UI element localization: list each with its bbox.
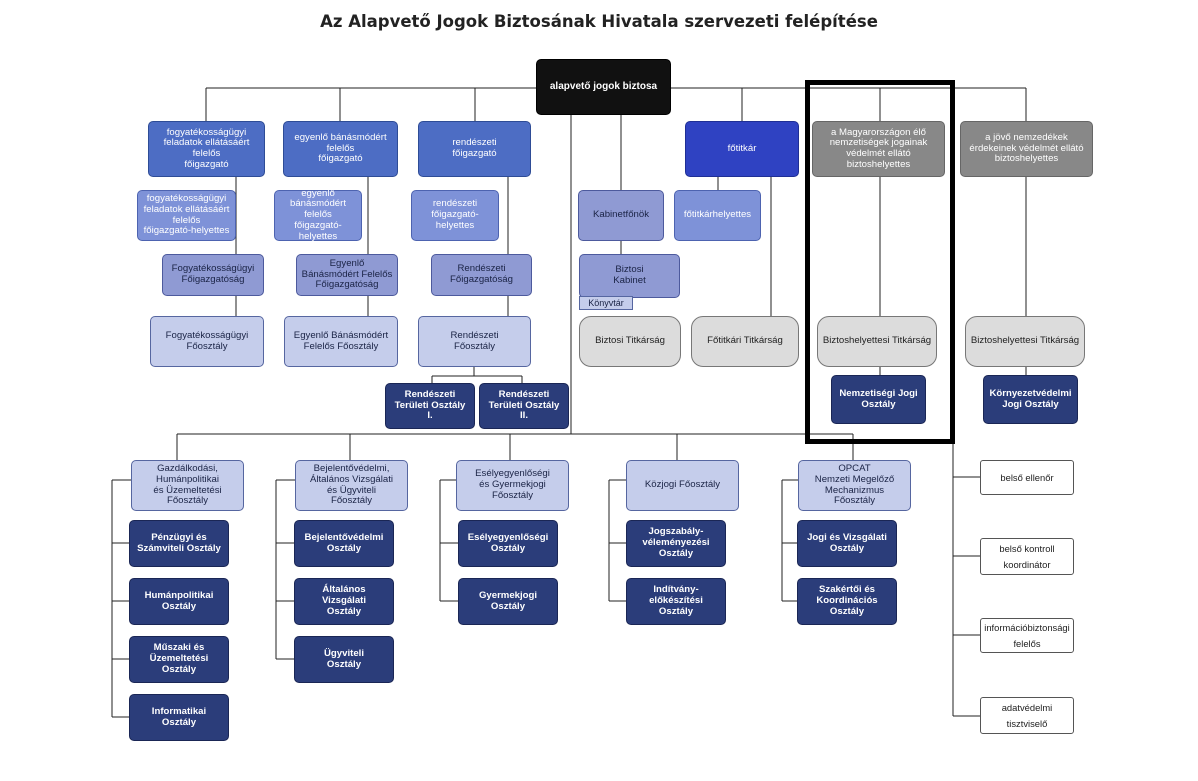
node-biztosi-kabinet: Biztosi Kabinet (579, 254, 680, 298)
chart-title: Az Alapvető Jogok Biztosának Hivatala sz… (320, 12, 878, 31)
node-informatikai-osztaly: Informatikai Osztály (129, 694, 229, 741)
node-re-foigazgato-helyettes: rendészeti főigazgató-helyettes (411, 190, 499, 241)
node-re-teruleti-2: Rendészeti Területi Osztály II. (479, 383, 569, 429)
highlight-frame (805, 80, 955, 444)
node-bejelentovedelmi-osztaly: Bejelentővédelmi Osztály (294, 520, 394, 567)
node-szakertoi-osztaly: Szakértői és Koordinációs Osztály (797, 578, 897, 625)
node-eb-foigazgato-helyettes: egyenlő bánásmódért felelős főigazgató-h… (274, 188, 362, 241)
node-re-foosztaly: Rendészeti Főosztály (418, 316, 531, 367)
node-gazdalkodasi-foosztaly: Gazdálkodási, Humánpolitikai és Üzemelte… (131, 460, 244, 511)
node-eb-foosztaly: Egyenlő Bánásmódért Felelős Főosztály (284, 316, 398, 367)
node-informaciobiztonsagi-felelos: információbiztonsági felelős (980, 618, 1074, 653)
node-eb-foigazgatosag: Egyenlő Bánásmódért Felelős Főigazgatósá… (296, 254, 398, 296)
node-fotitkar: főtitkár (685, 121, 799, 177)
node-re-foigazgatosag: Rendészeti Főigazgatóság (431, 254, 532, 296)
node-penzugyi-osztaly: Pénzügyi és Számviteli Osztály (129, 520, 229, 567)
node-fotitkari-titkarsag: Főtitkári Titkárság (691, 316, 799, 367)
node-bejelentovedelmi-foosztaly: Bejelentővédelmi, Általános Vizsgálati é… (295, 460, 408, 511)
node-humanpolitikai-osztaly: Humánpolitikai Osztály (129, 578, 229, 625)
node-kozjogi-foosztaly: Közjogi Főosztály (626, 460, 739, 511)
node-esely-foosztaly: Esélyegyenlőségi és Gyermekjogi Főosztál… (456, 460, 569, 511)
node-fogy-foigazgato-helyettes: fogyatékosságügyi feladatok ellátásáért … (137, 190, 236, 241)
node-biztosi-titkarsag: Biztosi Titkárság (579, 316, 681, 367)
node-belso-kontroll-koordinator: belső kontroll koordinátor (980, 538, 1074, 575)
node-alapveto-jogok-biztosa: alapvető jogok biztosa (536, 59, 671, 115)
node-nemz-titkarsag: Biztoshelyettesi Titkárság (817, 316, 937, 367)
node-re-foigazgato: rendészeti főigazgató (418, 121, 531, 177)
node-eb-foigazgato: egyenlő bánásmódért felelős főigazgató (283, 121, 398, 177)
node-re-teruleti-1: Rendészeti Területi Osztály I. (385, 383, 475, 429)
node-konyvtar: Könyvtár (579, 296, 633, 310)
node-kornyezetvedelmi-osztaly: Környezetvédelmi Jogi Osztály (983, 375, 1078, 424)
node-fotitkarhelyettes: főtitkárhelyettes (674, 190, 761, 241)
node-fogy-foosztaly: Fogyatékosságügyi Főosztály (150, 316, 264, 367)
node-jovo-biztoshelyettes: a jövő nemzedékek érdekeinek védelmét el… (960, 121, 1093, 177)
node-adatvedelmi-tisztviselo: adatvédelmi tisztviselő (980, 697, 1074, 734)
node-inditvany-osztaly: Indítvány- előkészítési Osztály (626, 578, 726, 625)
node-fogy-foigazgatosag: Fogyatékosságügyi Főigazgatóság (162, 254, 264, 296)
node-nemz-biztoshelyettes: a Magyarországon élő nemzetiségek jogain… (812, 121, 945, 177)
node-fogy-foigazgato: fogyatékosságügyi feladatok ellátásáért … (148, 121, 265, 177)
node-ugyviteli-osztaly: Ügyviteli Osztály (294, 636, 394, 683)
node-jogszabaly-osztaly: Jogszabály- véleményezési Osztály (626, 520, 726, 567)
node-nemzetisegi-jogi-osztaly: Nemzetiségi Jogi Osztály (831, 375, 926, 424)
node-opcat-foosztaly: OPCAT Nemzeti Megelőző Mechanizmus Főosz… (798, 460, 911, 511)
node-kabinetfonok: Kabinetfőnök (578, 190, 664, 241)
node-muszaki-osztaly: Műszaki és Üzemeltetési Osztály (129, 636, 229, 683)
node-belso-ellenor: belső ellenőr (980, 460, 1074, 495)
node-jogi-vizsgalati-osztaly: Jogi és Vizsgálati Osztály (797, 520, 897, 567)
node-gyermekjogi-osztaly: Gyermekjogi Osztály (458, 578, 558, 625)
node-esely-osztaly: Esélyegyenlőségi Osztály (458, 520, 558, 567)
node-jovo-titkarsag: Biztoshelyettesi Titkárság (965, 316, 1085, 367)
node-altalanos-vizsgalati-osztaly: Általános Vizsgálati Osztály (294, 578, 394, 625)
